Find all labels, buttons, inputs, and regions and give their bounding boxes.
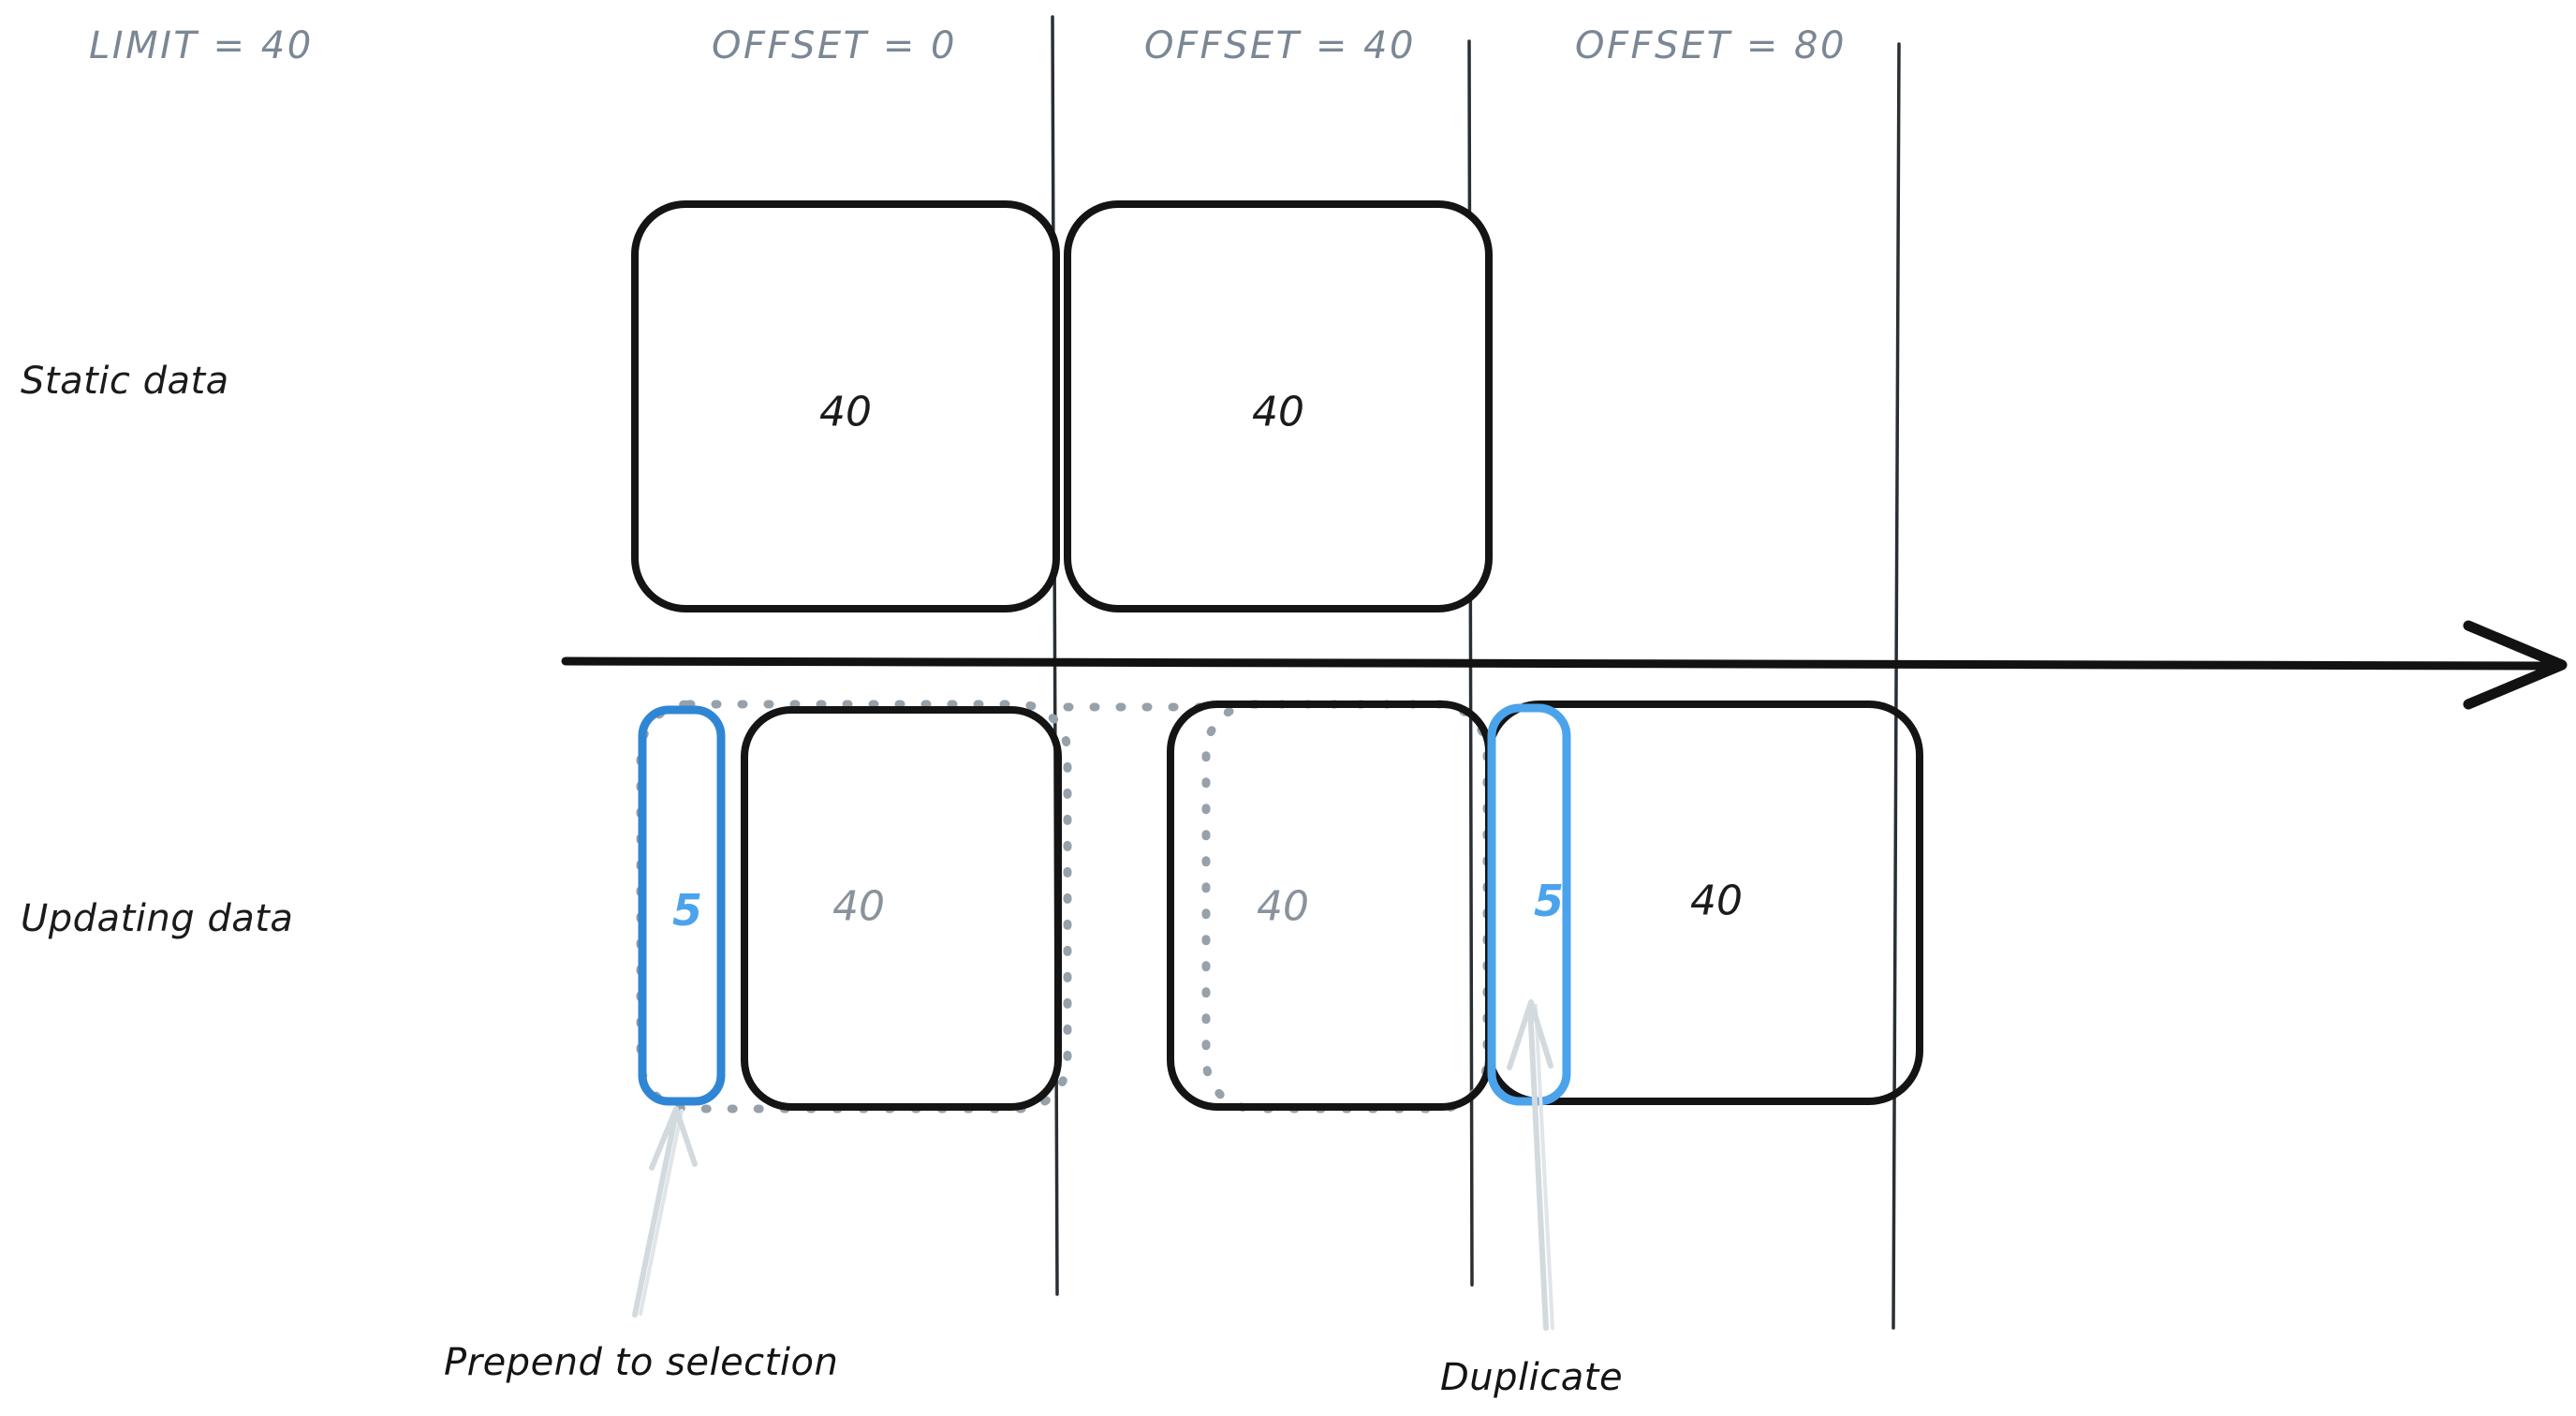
duplicated-rows-value: 5	[1533, 876, 1565, 926]
prepend-arrow	[632, 1106, 698, 1318]
timeline-arrow	[561, 620, 2568, 710]
divider-3	[1892, 42, 1901, 1330]
updating-page-2-value: 40	[1257, 882, 1309, 931]
duplicate-annotation-label: Duplicate	[1440, 1356, 1624, 1399]
ghost-page-2	[1201, 700, 1492, 1114]
updating-page-3-value: 40	[1690, 877, 1743, 925]
static-page-1-value: 40	[819, 388, 872, 436]
static-row-boxes	[631, 200, 1493, 612]
static-page-2-value: 40	[1252, 388, 1304, 436]
updating-page-2	[1167, 701, 1493, 1111]
updating-row-boxes	[741, 701, 1923, 1111]
header-offset-0: OFFSET = 0	[712, 24, 957, 67]
prepended-rows-box	[638, 705, 726, 1106]
header-limit: LIMIT = 40	[89, 24, 314, 67]
header-offset-80: OFFSET = 80	[1575, 24, 1847, 67]
updating-row-ghost-boxes	[636, 700, 1492, 1114]
row-label-updating-data: Updating data	[21, 897, 294, 940]
static-page-1	[631, 200, 1060, 612]
duplicate-arrow	[1507, 999, 1554, 1331]
row-label-static-data: Static data	[21, 360, 229, 403]
updating-page-1	[741, 706, 1062, 1111]
prepended-rows-value: 5	[671, 885, 703, 936]
divider-1	[1051, 15, 1059, 1296]
duplicated-rows-box	[1487, 703, 1571, 1106]
header-offset-40: OFFSET = 40	[1144, 24, 1416, 67]
static-page-2	[1064, 200, 1493, 612]
updating-row-highlights	[638, 703, 1571, 1106]
annotation-arrows	[632, 999, 1554, 1331]
updating-page-1-value: 40	[832, 882, 885, 931]
prepend-annotation-label: Prepend to selection	[444, 1341, 839, 1384]
